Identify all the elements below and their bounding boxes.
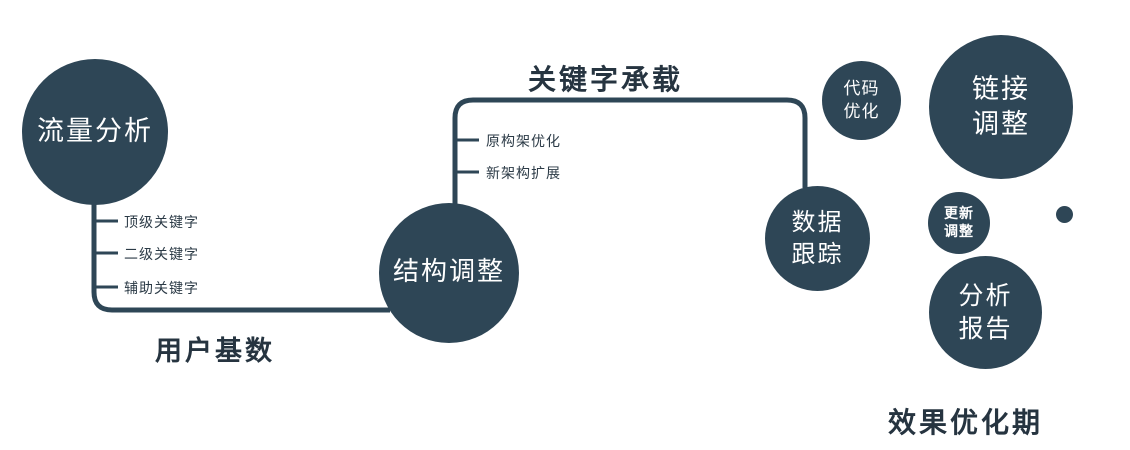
node-link-adjustment: 链接 调整 [929, 35, 1073, 179]
node-label-line1: 分析 [958, 281, 1013, 310]
node-label: 流量分析 [37, 116, 153, 148]
bullet-dot [1056, 206, 1073, 223]
node-analysis-report: 分析 报告 [929, 256, 1042, 369]
node-label-line2: 优化 [843, 101, 880, 122]
node-label-line2: 跟踪 [791, 239, 844, 268]
connector-bottom-path [91, 200, 390, 313]
node-label-line2: 调整 [972, 109, 1030, 140]
branch-label-new-structure-expansion: 新架构扩展 [486, 166, 561, 182]
node-label: 结构调整 [392, 257, 505, 288]
edge-label-keyword-carrying: 关键字承载 [528, 63, 684, 96]
node-structure-adjustment: 结构调整 [379, 203, 519, 343]
node-label-line2: 调整 [944, 224, 974, 240]
node-update-adjustment: 更新 调整 [928, 192, 990, 254]
branch-label-top-keywords: 顶级关键字 [124, 215, 199, 231]
node-data-tracking: 数据 跟踪 [765, 186, 870, 291]
edge-label-user-base: 用户基数 [155, 336, 275, 367]
branch-label-auxiliary-keywords: 辅助关键字 [124, 281, 199, 297]
node-label-line1: 代码 [843, 79, 880, 100]
footer-label-effect-optimization-period: 效果优化期 [888, 406, 1044, 439]
node-label-line1: 更新 [944, 205, 974, 222]
node-label-line1: 链接 [972, 73, 1030, 105]
node-label-line2: 报告 [958, 313, 1013, 343]
node-code-optimization: 代码 优化 [822, 61, 901, 140]
node-label-line1: 数据 [791, 208, 844, 237]
branch-label-original-structure-optimization: 原构架优化 [486, 134, 561, 150]
branch-label-secondary-keywords: 二级关键字 [124, 247, 199, 263]
connector-top-path [452, 97, 808, 204]
node-traffic-analysis: 流量分析 [22, 59, 168, 205]
